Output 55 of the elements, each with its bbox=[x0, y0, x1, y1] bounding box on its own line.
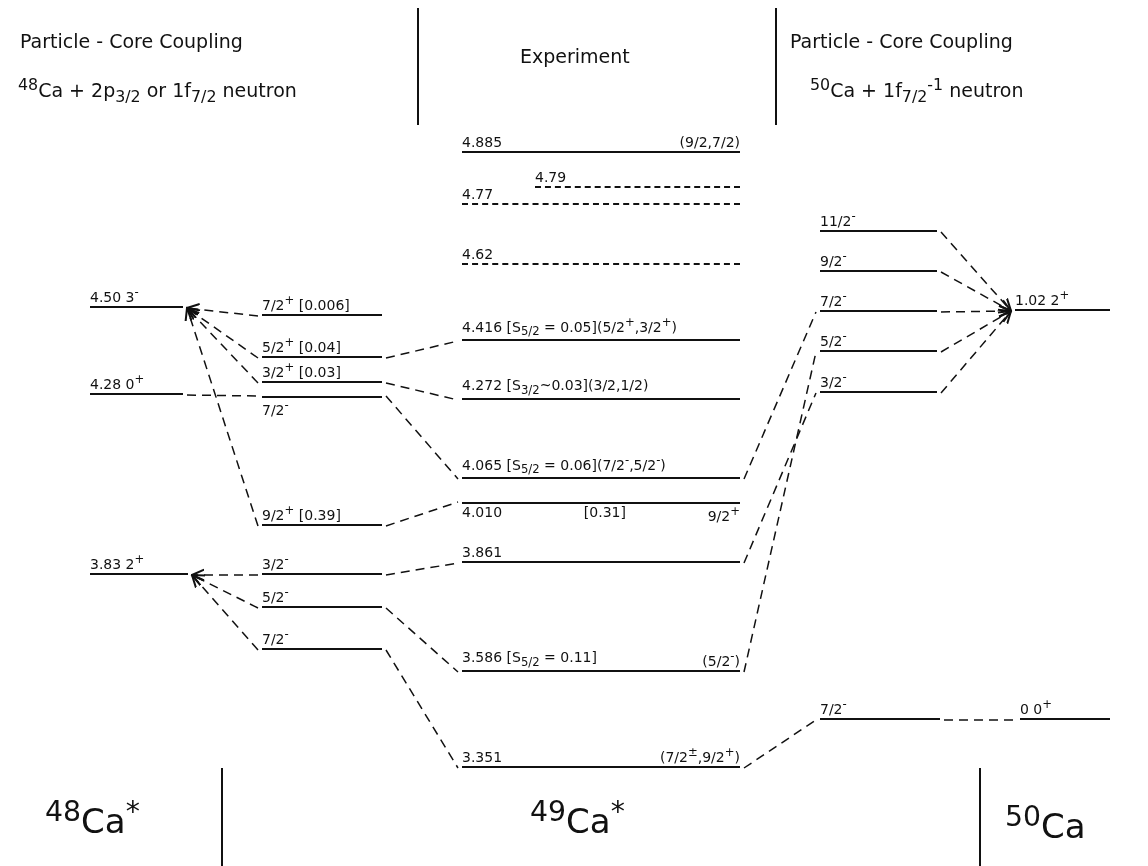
nucleus-label: $^{50}$Ca bbox=[1005, 800, 1086, 847]
dashed-arrow bbox=[940, 271, 1012, 312]
energy-level: 7/2$^{-}$ bbox=[262, 624, 382, 650]
column-heading: Particle - Core Coupling bbox=[20, 30, 243, 52]
energy-level: 3.861 bbox=[462, 537, 740, 563]
energy-level: 7/2$^{-}$ bbox=[262, 396, 382, 422]
dashed-arrow bbox=[191, 574, 259, 609]
dashed-connector bbox=[743, 311, 817, 480]
nucleus-label: $^{48}$Ca$^{*}$ bbox=[45, 795, 140, 842]
dashed-arrow bbox=[940, 310, 1012, 353]
energy-level: 3/2$^{-}$ bbox=[262, 549, 382, 575]
energy-level: 11/2$^{-}$ bbox=[820, 206, 937, 232]
energy-level: 7/2$^{-}$ bbox=[820, 694, 940, 720]
dashed-connector bbox=[186, 394, 259, 397]
energy-level: 4.885 (9/2,7/2) bbox=[462, 127, 740, 153]
energy-level: 3.83 2$^{+}$ bbox=[90, 549, 188, 575]
column-subheading: $^{50}$Ca + 1f$_{7/2}$$^{-1}$ neutron bbox=[810, 75, 1024, 107]
energy-level: 9/2$^{-}$ bbox=[820, 246, 937, 272]
column-heading: Experiment bbox=[520, 45, 630, 67]
dashed-connector bbox=[385, 607, 459, 673]
energy-level: 4.065 [S$_{5/2}$ = 0.06](7/2$^{-}$,5/2$^{-}$) bbox=[462, 453, 740, 479]
energy-level: 3.351 (7/2$^{±}$,9/2$^{+}$) bbox=[462, 742, 740, 768]
column-heading: Particle - Core Coupling bbox=[790, 30, 1013, 52]
dashed-arrow bbox=[940, 310, 1012, 394]
energy-level: 4.28 0$^{+}$ bbox=[90, 369, 183, 395]
nucleus-label: $^{49}$Ca$^{*}$ bbox=[530, 795, 625, 842]
energy-level: 4.272 [S$_{3/2}$~0.03](3/2,1/2) bbox=[462, 374, 740, 400]
dashed-connector bbox=[385, 649, 459, 769]
energy-level: 5/2$^{+}$ [0.04] bbox=[262, 332, 382, 358]
tentative-energy-level: 4.79 bbox=[535, 162, 740, 188]
column-subheading: $^{48}$Ca + 2p$_{3/2}$ or 1f$_{7/2}$ neutron bbox=[18, 75, 297, 107]
dashed-connector bbox=[385, 395, 459, 480]
dashed-connector bbox=[385, 501, 459, 527]
energy-level: 3/2$^{+}$ [0.03] bbox=[262, 357, 382, 383]
dashed-arrow bbox=[186, 307, 259, 359]
dashed-arrow bbox=[184, 307, 259, 527]
energy-level: 7/2$^{-}$ bbox=[820, 286, 937, 312]
dashed-arrow bbox=[186, 303, 259, 317]
energy-level: 5/2$^{-}$ bbox=[820, 326, 937, 352]
energy-level: 7/2$^{+}$ [0.006] bbox=[262, 290, 382, 316]
energy-level: 0 0$^{+}$ bbox=[1020, 694, 1110, 720]
dashed-connector bbox=[743, 392, 817, 564]
energy-level: 4.416 [S$_{5/2}$ = 0.05](5/2$^{+}$,3/2$^{+}$) bbox=[462, 315, 740, 341]
tentative-energy-level: 4.62 bbox=[462, 239, 740, 265]
dashed-arrow bbox=[940, 231, 1012, 312]
energy-level: 4.010 [0.31] 9/2$^{+}$ bbox=[462, 502, 740, 528]
energy-level: 4.50 3$^{-}$ bbox=[90, 282, 183, 308]
dashed-connector bbox=[743, 719, 817, 769]
energy-level: 9/2$^{+}$ [0.39] bbox=[262, 500, 382, 526]
energy-level: 3.586 [S$_{5/2}$ = 0.11] (5/2$^{-}$) bbox=[462, 646, 740, 672]
energy-level: 3/2$^{-}$ bbox=[820, 367, 937, 393]
energy-level: 1.02 2$^{+}$ bbox=[1015, 285, 1110, 311]
dashed-arrow bbox=[191, 574, 259, 651]
dashed-arrow bbox=[186, 307, 259, 384]
energy-level: 5/2$^{-}$ bbox=[262, 582, 382, 608]
